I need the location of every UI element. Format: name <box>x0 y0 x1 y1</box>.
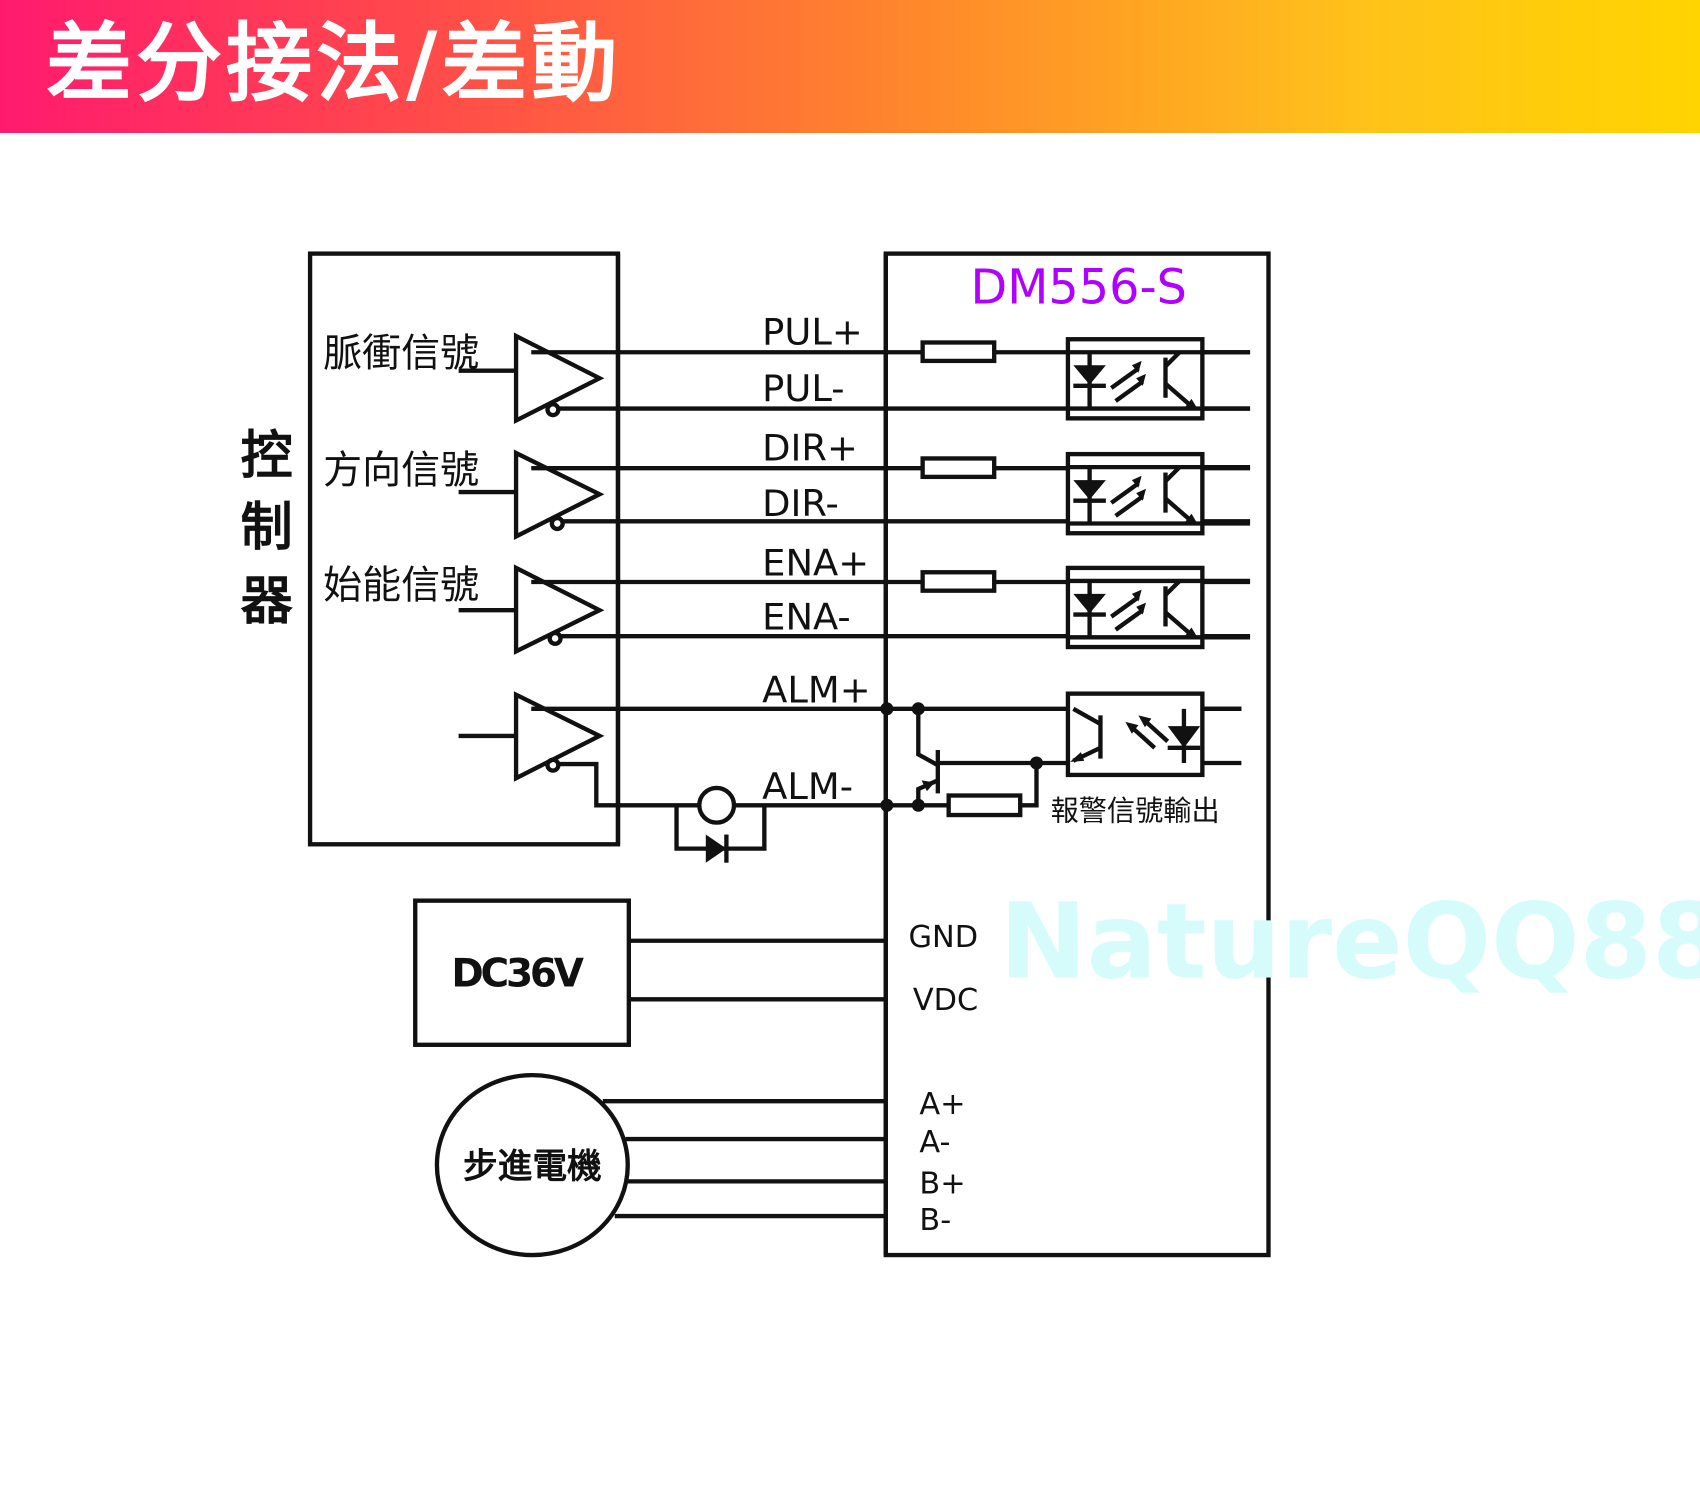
diode-icon <box>705 834 727 863</box>
header-banner: 差分接法/差動 <box>0 0 1700 133</box>
stepper-motor <box>434 1072 630 1258</box>
resistor-icon <box>920 340 997 364</box>
resistor-icon <box>920 570 997 593</box>
terminal-label: B- <box>919 1203 951 1238</box>
power-supply-label: DC36V <box>451 951 583 996</box>
optocoupler-icon <box>1065 337 1251 421</box>
terminal-label: GND <box>909 920 979 955</box>
terminal-label: PUL+ <box>762 311 863 354</box>
lamp-icon <box>697 785 737 825</box>
terminal-label: ENA- <box>762 596 851 639</box>
terminal-label: ALM- <box>762 765 853 808</box>
terminal-label: B+ <box>919 1166 965 1201</box>
power-supply-box <box>413 898 631 1047</box>
watermark: NatureQQ88 <box>1000 881 1700 1003</box>
resistor-icon <box>946 793 1023 818</box>
terminal-label: VDC <box>913 983 978 1018</box>
terminal-label: DIR+ <box>762 427 858 470</box>
controller-label-char: 器 <box>241 572 294 632</box>
motor-label: 步進電機 <box>463 1147 602 1187</box>
terminal-label: PUL- <box>762 367 844 410</box>
terminal-label: ALM+ <box>762 668 870 711</box>
signal-label-direction: 方向信號 <box>323 448 479 493</box>
terminal-label: A+ <box>919 1087 965 1122</box>
signal-label-enable: 始能信號 <box>323 563 479 608</box>
terminal-label: DIR- <box>762 482 839 525</box>
resistor-icon <box>920 456 997 480</box>
driver-model: DM556-S <box>971 260 1187 315</box>
terminal-label: A- <box>919 1125 950 1160</box>
signal-label-pulse: 脈衝信號 <box>323 331 479 376</box>
controller-label-char: 控 <box>241 427 293 487</box>
page-title: 差分接法/差動 <box>46 14 622 114</box>
alarm-output-label: 報警信號輸出 <box>1051 794 1220 827</box>
terminal-label: ENA+ <box>762 542 869 585</box>
controller-label-char: 制 <box>241 498 293 558</box>
